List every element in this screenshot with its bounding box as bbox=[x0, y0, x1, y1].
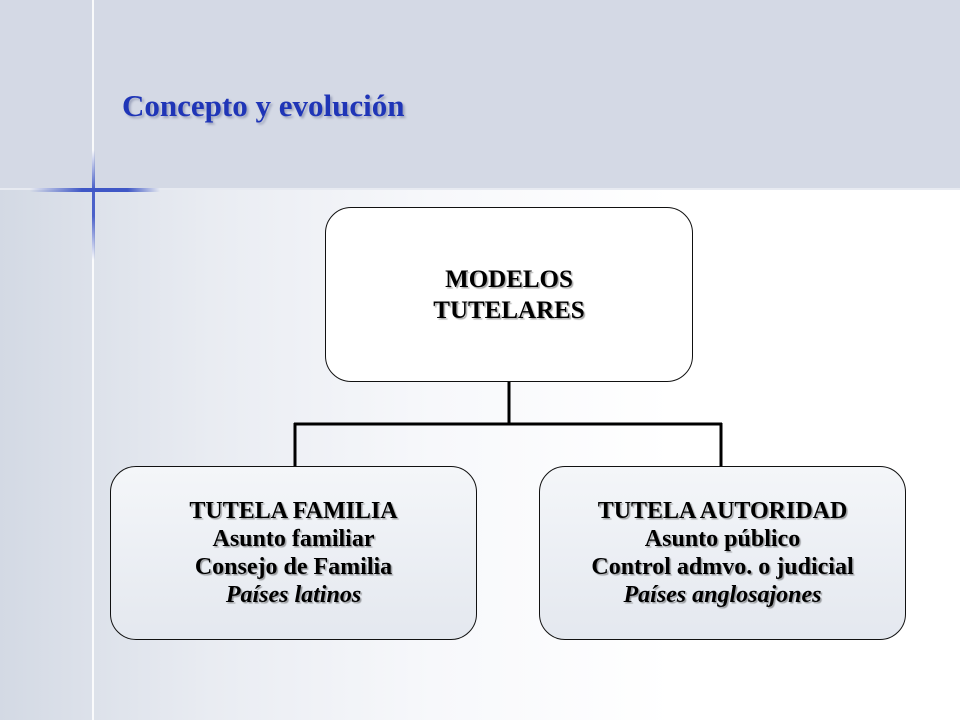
node-left-line-3: Consejo de Familia bbox=[194, 554, 393, 580]
node-right-line-4: Países anglosajones bbox=[623, 582, 822, 608]
decorative-blue-vertical-accent bbox=[92, 150, 95, 260]
header-band bbox=[0, 0, 960, 190]
node-root-line-1: MODELOS bbox=[445, 265, 573, 293]
node-left-line-4: Países latinos bbox=[225, 582, 362, 608]
decorative-blue-horizontal-accent bbox=[30, 188, 160, 192]
node-right-heading: TUTELA AUTORIDAD bbox=[597, 498, 848, 524]
node-tutela-autoridad: TUTELA AUTORIDAD Asunto público Control … bbox=[539, 466, 906, 640]
node-tutela-familia: TUTELA FAMILIA Asunto familiar Consejo d… bbox=[110, 466, 477, 640]
node-right-line-2: Asunto público bbox=[644, 526, 801, 552]
slide-title: Concepto y evolución bbox=[122, 88, 405, 123]
node-root-line-2: TUTELARES bbox=[433, 296, 585, 324]
node-left-heading: TUTELA FAMILIA bbox=[189, 498, 398, 524]
decorative-vertical-line bbox=[92, 0, 94, 720]
node-modelos-tutelares: MODELOS TUTELARES bbox=[325, 207, 693, 382]
node-right-line-3: Control admvo. o judicial bbox=[591, 554, 854, 580]
node-left-line-2: Asunto familiar bbox=[212, 526, 375, 552]
